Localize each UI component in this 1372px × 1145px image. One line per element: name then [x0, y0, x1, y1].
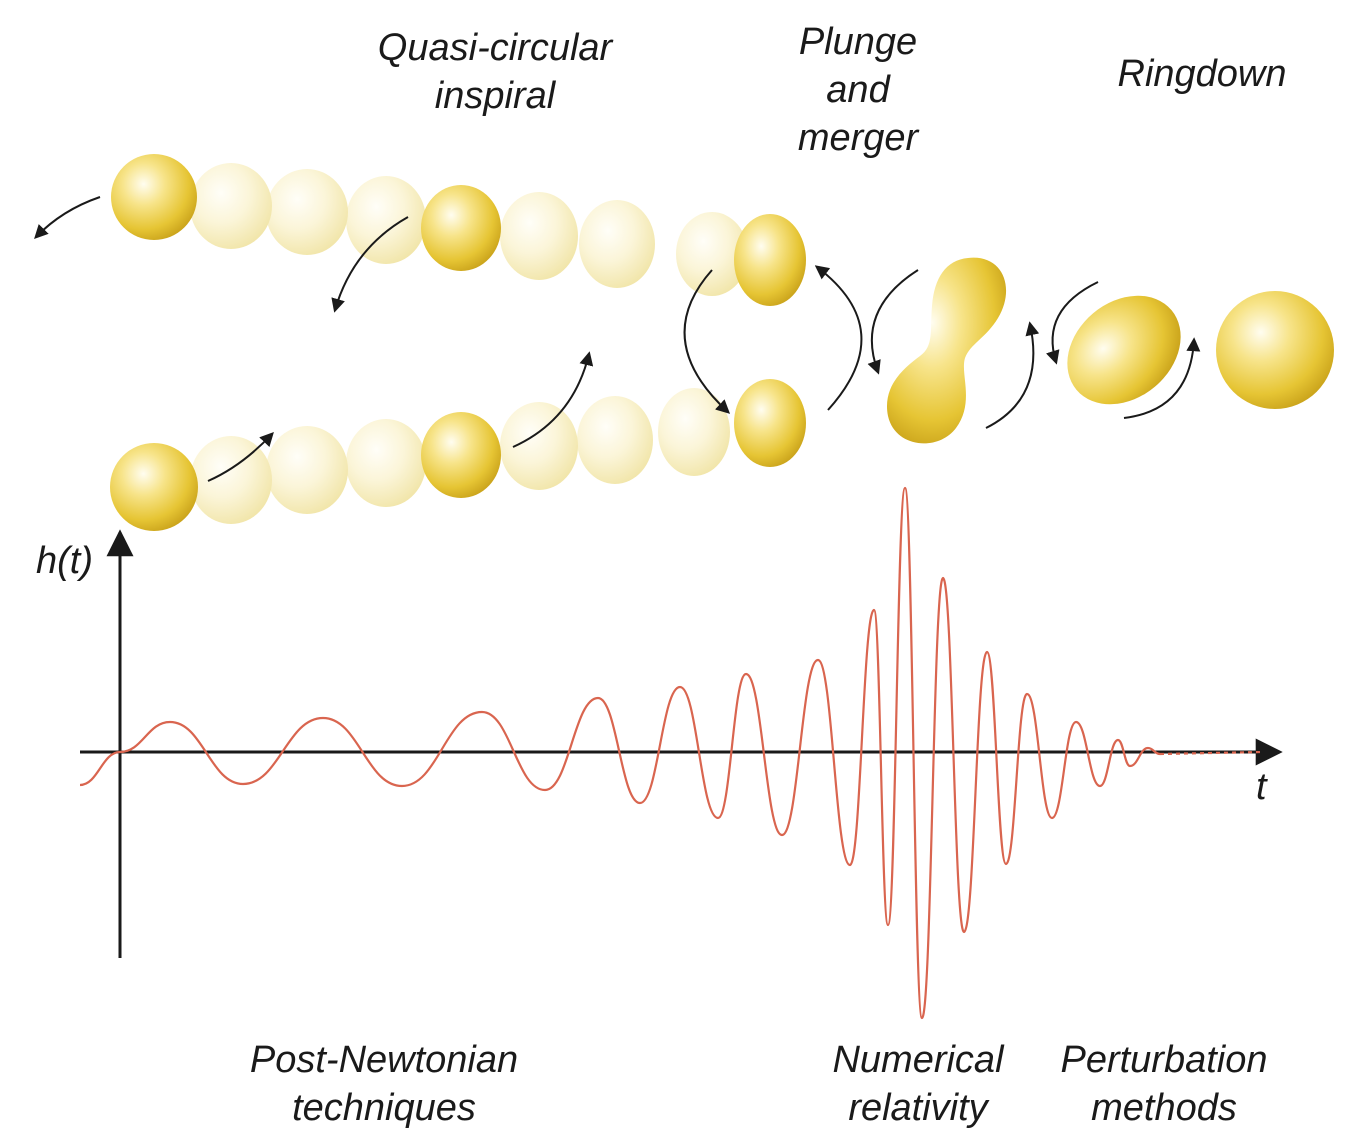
merger-body	[886, 257, 1007, 444]
black-hole-sphere-icon	[658, 388, 730, 476]
label-numerical-line1: Numerical	[832, 1039, 1004, 1081]
label-numerical-line2: relativity	[848, 1087, 988, 1129]
label-merger-line1: Plunge	[798, 21, 918, 63]
label-inspiral: Quasi-circular inspiral	[370, 24, 620, 120]
label-post-newtonian-line2: techniques	[292, 1087, 476, 1129]
black-hole-sphere-icon	[266, 426, 348, 514]
black-hole-sphere-icon	[734, 379, 806, 467]
orbit-arrow-icon	[814, 265, 863, 411]
black-hole-sphere-icon	[500, 402, 578, 490]
label-perturbation: Perturbation methods	[1050, 1036, 1278, 1132]
label-merger-line3: merger	[797, 117, 919, 159]
orbit-arrow-icon	[1046, 281, 1099, 365]
label-inspiral-line2: inspiral	[434, 75, 556, 117]
label-ringdown: Ringdown	[1104, 50, 1300, 98]
ringdown-body-icon	[1067, 295, 1181, 405]
orbit-arrows	[34, 196, 1201, 482]
orbit-arrow-icon	[512, 351, 594, 448]
merging-black-holes-icon	[886, 257, 1007, 444]
black-hole-sphere-icon	[190, 163, 272, 249]
upper-orbit-bodies	[111, 154, 806, 306]
black-hole-sphere-icon	[111, 154, 197, 240]
black-hole-sphere-icon	[500, 192, 578, 280]
label-ringdown-line1: Ringdown	[1117, 53, 1287, 95]
orbit-arrow-icon	[207, 431, 274, 482]
label-post-newtonian: Post-Newtonian techniques	[234, 1036, 534, 1132]
black-hole-sphere-icon	[734, 214, 806, 306]
final-black-hole-icon	[1216, 291, 1334, 409]
black-hole-sphere-icon	[421, 185, 501, 271]
orbit-arrow-icon	[34, 196, 101, 240]
y-axis-label: h(t)	[36, 540, 93, 582]
label-post-newtonian-line1: Post-Newtonian	[249, 1039, 519, 1081]
black-hole-sphere-icon	[190, 436, 272, 524]
black-hole-sphere-icon	[676, 212, 748, 296]
orbit-arrow-icon	[1123, 337, 1201, 419]
label-perturbation-line1: Perturbation	[1060, 1039, 1268, 1081]
black-hole-sphere-icon	[577, 396, 653, 484]
label-inspiral-line1: Quasi-circular	[377, 27, 613, 69]
orbit-arrow-icon	[331, 216, 409, 313]
black-hole-sphere-icon	[346, 176, 426, 264]
lower-orbit-bodies	[110, 379, 806, 531]
label-perturbation-line2: methods	[1091, 1087, 1237, 1129]
black-hole-sphere-icon	[110, 443, 198, 531]
orbit-arrow-icon	[867, 269, 919, 375]
waveform-curve	[79, 486, 1161, 1020]
orbit-arrow-icon	[985, 321, 1040, 429]
waveform-tail	[1159, 750, 1263, 756]
label-merger: Plunge and merger	[774, 18, 942, 162]
black-hole-sphere-icon	[421, 412, 501, 498]
black-hole-sphere-icon	[266, 169, 348, 255]
label-numerical-relativity: Numerical relativity	[820, 1036, 1016, 1132]
black-hole-sphere-icon	[579, 200, 655, 288]
black-hole-sphere-icon	[346, 419, 426, 507]
x-axis-label: t	[1256, 766, 1267, 808]
orbit-arrow-icon	[683, 269, 731, 414]
label-merger-line2: and	[826, 69, 890, 111]
